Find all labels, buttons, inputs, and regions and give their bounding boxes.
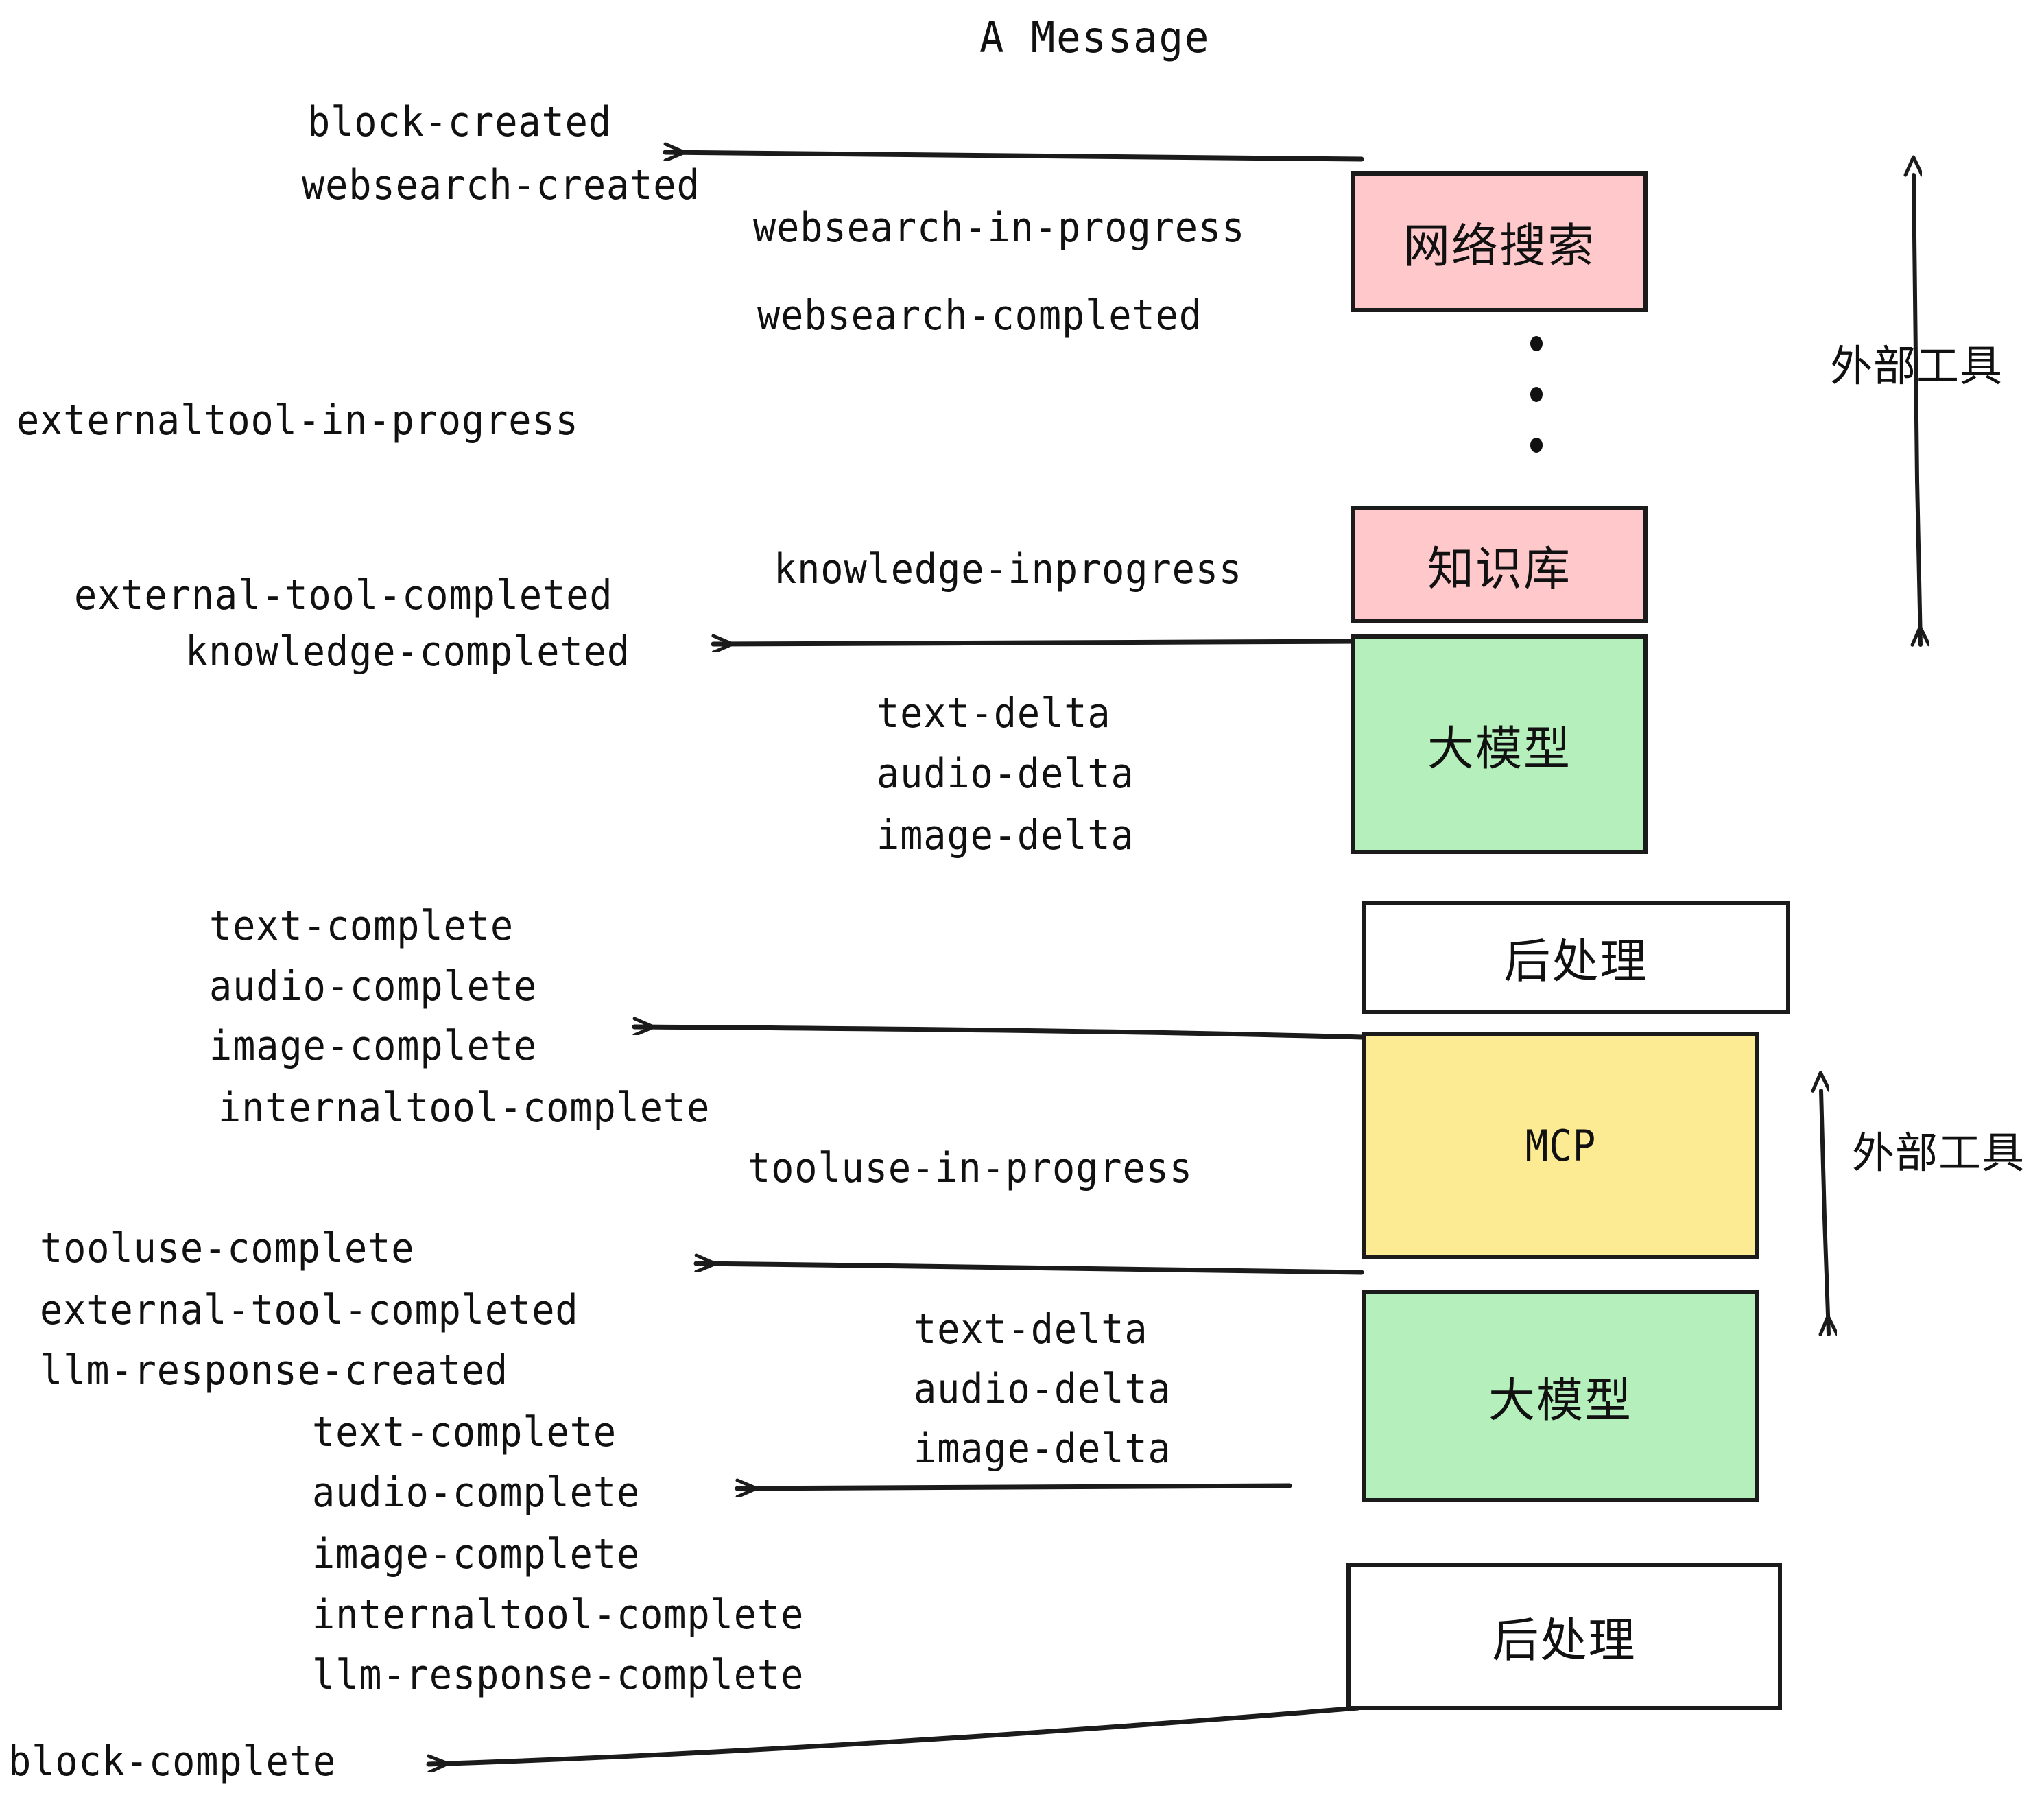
event-externaltool-in-progress: externaltool-in-progress xyxy=(16,396,579,444)
event-image-complete-1: image-complete xyxy=(209,1022,538,1070)
node-llm-1-label: 大模型 xyxy=(1427,722,1571,776)
event-external-tool-completed-2: external-tool-completed xyxy=(40,1286,579,1334)
node-knowledge-label: 知识库 xyxy=(1427,542,1571,597)
event-llm-response-created: llm-response-created xyxy=(40,1346,509,1394)
arrow-audio-complete xyxy=(735,1486,1292,1488)
event-llm-response-complete: llm-response-complete xyxy=(312,1651,805,1699)
event-text-delta-2: text-delta xyxy=(914,1305,1148,1353)
event-image-delta-1: image-delta xyxy=(877,811,1134,859)
event-text-complete-1: text-complete xyxy=(209,902,514,950)
side-label-external-tool-top: 外部工具 xyxy=(1830,341,2004,391)
event-external-tool-completed-1: external-tool-completed xyxy=(74,571,613,619)
diagram-title: A Message xyxy=(979,12,1211,62)
node-post-1[interactable]: 后处理 xyxy=(1362,901,1790,1014)
event-websearch-in-progress: websearch-in-progress xyxy=(753,204,1246,252)
event-text-delta-1: text-delta xyxy=(877,689,1111,737)
event-internaltool-complete-2: internaltool-complete xyxy=(312,1591,805,1639)
node-llm-1[interactable]: 大模型 xyxy=(1351,634,1648,854)
node-websearch-label: 网络搜索 xyxy=(1403,219,1595,274)
arrow-block-created xyxy=(663,152,1364,162)
external-tool-arrow-bottom-lower xyxy=(1825,1215,1829,1336)
event-image-delta-2: image-delta xyxy=(914,1425,1172,1473)
event-audio-complete-2: audio-complete xyxy=(312,1469,641,1517)
arrow-block-complete xyxy=(426,1705,1361,1764)
node-llm-2[interactable]: 大模型 xyxy=(1362,1290,1759,1502)
event-audio-delta-2: audio-delta xyxy=(914,1365,1172,1413)
event-audio-complete-1: audio-complete xyxy=(209,962,538,1010)
node-mcp[interactable]: MCP xyxy=(1362,1032,1759,1259)
arrow-knowledge-completed xyxy=(711,641,1364,644)
node-websearch[interactable]: 网络搜索 xyxy=(1351,171,1648,312)
event-tooluse-in-progress: tooluse-in-progress xyxy=(748,1144,1193,1192)
event-block-complete: block-complete xyxy=(8,1737,337,1785)
node-post-1-label: 后处理 xyxy=(1504,935,1648,989)
node-mcp-label: MCP xyxy=(1525,1120,1596,1171)
event-text-complete-2: text-complete xyxy=(312,1408,617,1456)
external-tool-arrow-top-lower xyxy=(1917,478,1921,647)
event-tooluse-complete: tooluse-complete xyxy=(40,1224,415,1272)
event-websearch-created: websearch-created xyxy=(302,161,700,209)
external-tool-arrow-top xyxy=(1914,175,1917,482)
node-llm-2-label: 大模型 xyxy=(1488,1373,1632,1428)
event-block-created: block-created xyxy=(307,98,613,146)
event-knowledge-completed: knowledge-completed xyxy=(185,628,630,676)
ellipsis-dots xyxy=(1530,336,1543,453)
event-image-complete-2: image-complete xyxy=(312,1530,641,1578)
node-knowledge[interactable]: 知识库 xyxy=(1351,506,1648,623)
arrow-image-complete xyxy=(632,1027,1364,1040)
node-post-2[interactable]: 后处理 xyxy=(1346,1563,1782,1710)
event-internaltool-complete-1: internaltool-complete xyxy=(218,1084,711,1132)
event-websearch-completed: websearch-completed xyxy=(757,292,1202,340)
event-audio-delta-1: audio-delta xyxy=(877,750,1134,798)
external-tool-arrow-bottom xyxy=(1821,1091,1825,1220)
arrow-tooluse-complete xyxy=(693,1263,1364,1275)
event-knowledge-inprogress: knowledge-inprogress xyxy=(774,545,1243,593)
node-post-2-label: 后处理 xyxy=(1492,1614,1637,1668)
side-label-external-tool-bottom: 外部工具 xyxy=(1852,1128,2025,1178)
